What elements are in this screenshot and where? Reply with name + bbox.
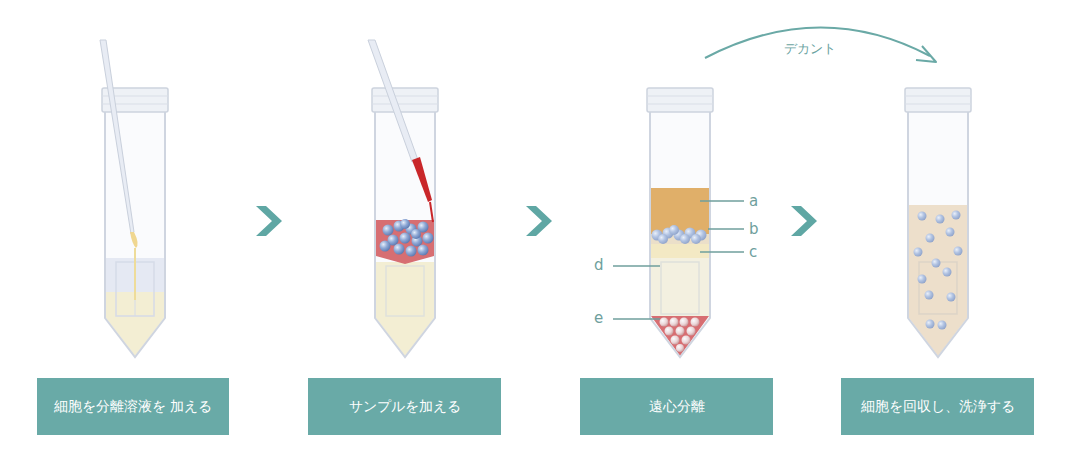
tube-4: [905, 88, 971, 357]
step-chevron: [256, 206, 817, 236]
arrow-label: デカント: [782, 42, 838, 55]
step-label: サンプルを加える: [349, 397, 461, 416]
step-label: 遠心分離: [649, 397, 705, 416]
callout-letter: e: [594, 311, 603, 326]
step-label: 細胞を分離溶液を 加える: [54, 397, 212, 416]
step-label: 細胞を回収し、洗浄する: [861, 397, 1015, 416]
callout-letter: c: [749, 245, 757, 260]
leader-line: [613, 201, 744, 319]
step-box: サンプルを加える: [308, 378, 501, 435]
callout-letter: b: [749, 222, 759, 237]
step-box: 細胞を回収し、洗浄する: [841, 378, 1034, 435]
tube-3: [613, 88, 744, 357]
decant-arrow: [705, 27, 936, 62]
step-box: 遠心分離: [580, 378, 773, 435]
tube-1: [100, 40, 168, 357]
step-box: 細胞を分離溶液を 加える: [37, 378, 229, 435]
callout-letter: a: [749, 194, 758, 209]
callout-letter: d: [594, 258, 604, 273]
tube-2: [368, 40, 438, 357]
